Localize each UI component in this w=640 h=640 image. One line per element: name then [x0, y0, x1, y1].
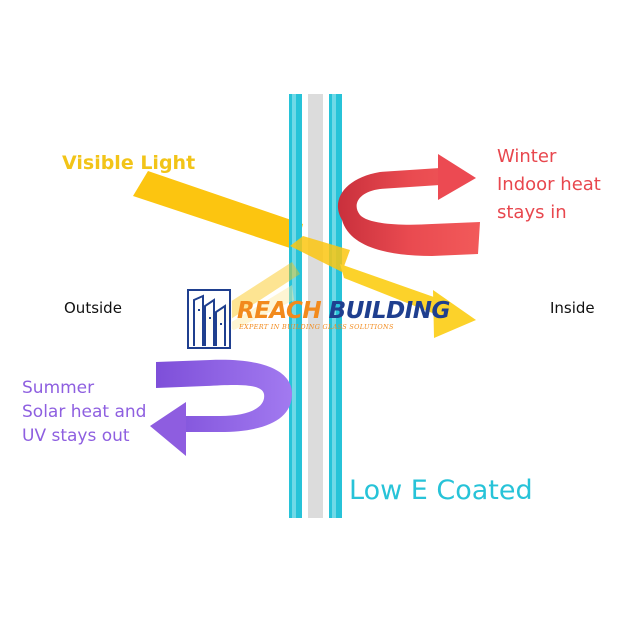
winter-label-line-1: Winter — [497, 146, 557, 167]
logo-word-reach: REACH — [237, 298, 322, 324]
logo-wordmark: REACH BUILDING — [237, 298, 450, 324]
summer-label-line-2: Solar heat and — [22, 402, 147, 422]
outside-label: Outside — [64, 299, 122, 317]
winter-label-line-3: stays in — [497, 202, 567, 223]
visible-light-through-glass — [290, 236, 350, 272]
gas-cavity — [308, 94, 323, 518]
winter-heat-arrow — [337, 154, 480, 256]
logo-tagline: EXPERT IN BUILDING GLASS SOLUTIONS — [239, 323, 394, 331]
winter-label-line-2: Indoor heat — [497, 174, 601, 195]
logo-word-building: BUILDING — [328, 298, 451, 324]
inside-label: Inside — [550, 299, 595, 317]
building-logo-icon — [186, 288, 232, 350]
summer-heat-arrow — [150, 359, 292, 456]
summer-label-line-1: Summer — [22, 378, 95, 398]
low-e-coated-label: Low E Coated — [349, 475, 533, 506]
visible-light-label: Visible Light — [62, 152, 196, 174]
visible-light-beam — [133, 171, 303, 250]
visible-light-arrow — [340, 264, 476, 338]
summer-label-line-3: UV stays out — [22, 426, 130, 446]
